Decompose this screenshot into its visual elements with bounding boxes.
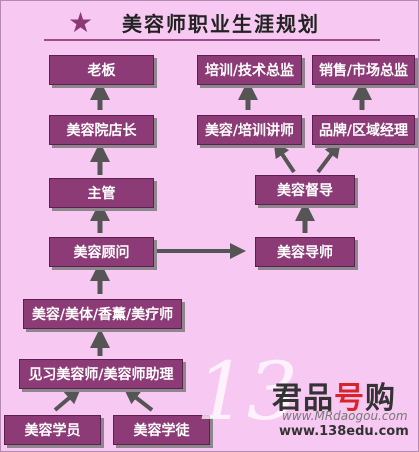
watermark-url: www.138edu.com [279, 424, 409, 439]
watermark-brand: 君品号购 [272, 373, 396, 417]
watermark-brand-c: 购 [365, 381, 396, 416]
node-consultant: 美容顾问 [49, 237, 154, 267]
node-beauty-guide: 美容导师 [255, 237, 355, 267]
watermark-brand-b: 号 [334, 381, 365, 416]
node-boss: 老板 [49, 55, 154, 85]
diagram-title: 美容师职业生涯规划 [122, 12, 320, 36]
title-underline [44, 39, 380, 41]
node-beauty-student: 美容学员 [4, 415, 101, 445]
star-icon: ★ [68, 6, 94, 39]
node-apprentice-assistant: 见习美容师/美容师助理 [19, 359, 183, 389]
watermark-logo: 13 [196, 345, 298, 438]
node-brand-region-manager: 品牌/区域经理 [312, 115, 415, 145]
node-specialists: 美容/美体/香薰/美疗师 [23, 299, 182, 329]
node-training-lecturer: 美容/培训讲师 [197, 115, 302, 145]
node-training-tech-director: 培训/技术总监 [197, 55, 302, 85]
node-sales-market-director: 销售/市场总监 [312, 55, 415, 85]
arrow-student-to-apprentice-assistant [53, 387, 82, 412]
watermark-brand-a: 君品 [272, 381, 334, 416]
arrow-apprentice-to-apprentice-assistant [123, 388, 154, 412]
arrow-director-to-lecturer [273, 141, 296, 174]
node-beauty-director: 美容督导 [255, 175, 355, 205]
node-store-manager: 美容院店长 [49, 115, 154, 145]
watermark-url-small: www.MRdaogou.com [282, 409, 408, 423]
node-beauty-apprentice: 美容学徒 [113, 415, 210, 445]
arrow-director-to-brand-manager [316, 141, 341, 174]
node-supervisor: 主管 [49, 178, 154, 208]
